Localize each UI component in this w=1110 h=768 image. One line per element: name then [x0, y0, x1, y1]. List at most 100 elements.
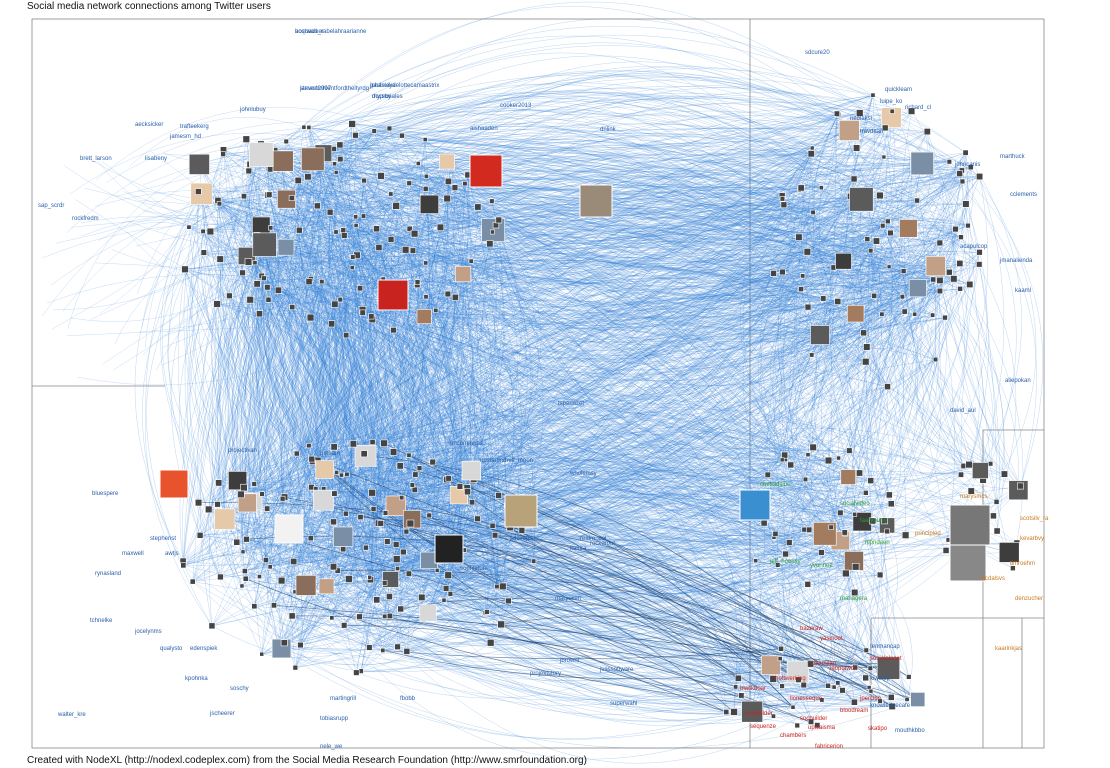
edge [219, 187, 891, 234]
node-label: fabricerion [815, 744, 843, 750]
edge [270, 155, 844, 262]
edge [286, 75, 886, 200]
node [962, 149, 969, 156]
edge [323, 252, 980, 501]
edge [307, 176, 903, 297]
edge [380, 130, 850, 524]
edge [360, 516, 799, 680]
edge [51, 153, 324, 330]
edge [410, 282, 922, 524]
edge [421, 130, 850, 598]
edge [356, 161, 950, 256]
edge [203, 177, 877, 242]
node [987, 461, 994, 467]
edge [199, 164, 825, 547]
edge [447, 147, 783, 273]
edge [224, 278, 824, 518]
edge [309, 127, 825, 535]
edge [218, 312, 864, 484]
edge [524, 196, 851, 520]
edge [184, 269, 774, 538]
edge [256, 283, 415, 491]
node [295, 575, 317, 596]
edge [448, 540, 841, 640]
node [914, 197, 920, 204]
edge [247, 254, 783, 504]
edge [186, 200, 242, 495]
edge [387, 277, 970, 542]
edge [248, 35, 885, 172]
edge [356, 255, 812, 382]
edge [311, 153, 812, 462]
edge [277, 141, 370, 645]
edge [833, 566, 856, 683]
edge [326, 295, 875, 587]
edge [333, 521, 799, 683]
edge [360, 662, 771, 672]
edge [261, 290, 940, 655]
edge [418, 163, 806, 480]
edge [448, 445, 832, 528]
edge [198, 191, 969, 303]
edge [364, 410, 750, 514]
edge [182, 388, 841, 562]
edge [409, 182, 910, 677]
edge [378, 198, 448, 524]
edge [352, 243, 490, 258]
edge [265, 162, 946, 335]
node [809, 145, 815, 151]
edge [426, 117, 892, 244]
edge [269, 194, 864, 340]
node-avatar [949, 544, 987, 582]
edge [254, 307, 293, 607]
edge [965, 152, 991, 464]
edge [235, 212, 331, 649]
edge [256, 227, 449, 576]
edge [254, 178, 855, 607]
node [242, 135, 250, 143]
edge [249, 153, 812, 495]
node [237, 490, 245, 499]
edge [211, 243, 491, 626]
edge [865, 279, 937, 493]
edge [282, 230, 347, 530]
edge [299, 158, 922, 288]
node [426, 512, 432, 519]
node [419, 604, 437, 622]
node [423, 294, 429, 300]
node [942, 547, 950, 554]
edge [370, 521, 863, 580]
edge [313, 150, 411, 524]
edge [781, 117, 892, 196]
edge [219, 203, 891, 268]
edge [260, 143, 852, 564]
edge [363, 72, 839, 217]
edge [270, 227, 310, 282]
edge [870, 250, 994, 464]
node [444, 177, 452, 185]
edge [779, 525, 888, 659]
edge [401, 454, 785, 508]
edge [378, 247, 832, 528]
edge [376, 221, 888, 291]
edge [321, 281, 822, 553]
edge [336, 471, 750, 515]
edge [329, 212, 397, 506]
edge [426, 101, 893, 177]
edge [295, 479, 806, 668]
edge [253, 281, 323, 502]
edge [767, 95, 875, 475]
edge [415, 237, 800, 475]
edge [294, 178, 855, 593]
node [809, 352, 815, 358]
node [531, 558, 537, 564]
node-label: realm_ool [580, 536, 606, 542]
edge [324, 308, 905, 470]
edge [208, 330, 394, 510]
edge [317, 200, 774, 274]
edge [267, 287, 765, 524]
edge [184, 269, 860, 474]
edge [311, 225, 883, 488]
edge [805, 221, 889, 480]
edge [308, 207, 888, 387]
